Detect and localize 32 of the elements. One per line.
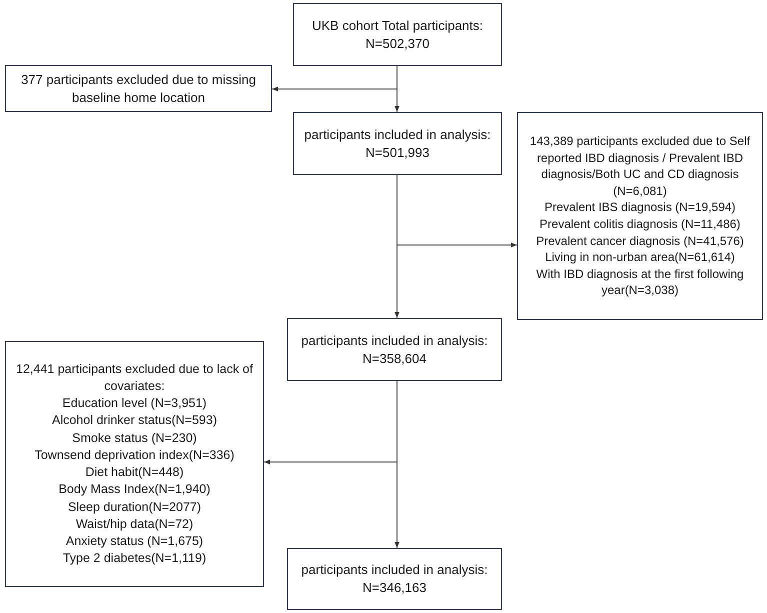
box-text: Prevalent IBS diagnosis (N=19,594)	[544, 199, 736, 216]
process-box	[287, 548, 502, 610]
box-text: Prevalent cancer diagnosis (N=41,576)	[536, 232, 744, 250]
box-text: Townsend deprivation index(N=336)	[34, 446, 234, 464]
process-box	[287, 318, 502, 381]
box-text: Diet habit(N=448)	[85, 464, 184, 481]
box-text: Waist/hip data(N=72)	[76, 516, 194, 533]
box-text: 143,389 participants excluded due to Self reported IBD diagnosis / Prevalent IBD diagnosis/Both UC and CD diagnosis (N=6,081)	[528, 133, 752, 200]
box-text: Education level (N=3,951)	[62, 395, 207, 412]
process-box	[293, 112, 502, 175]
box-text: Alcohol drinker status(N=593)	[52, 412, 217, 430]
box-text: Type 2 diabetes(N=1,119)	[62, 550, 206, 568]
box-text: Prevalent colitis diagnosis (N=11,486)	[540, 216, 740, 233]
box-text: participants included in analysis: N=358,604	[300, 332, 489, 368]
arrow	[394, 174, 400, 318]
box-text: Smoke status (N=230)	[72, 430, 197, 447]
box-text: Living in non-urban area(N=61,614)	[545, 249, 735, 266]
box-text: Anxiety status (N=1,675)	[66, 533, 204, 550]
arrow	[394, 380, 400, 548]
box-text: 12,441 participants excluded due to lack of covariates:	[15, 360, 254, 395]
process-box	[5, 341, 264, 587]
process-box	[517, 112, 763, 320]
box-text: Sleep duration(N=2077)	[68, 498, 202, 516]
box-text: 377 participants excluded due to missing baseline home location	[20, 70, 257, 106]
process-box	[5, 65, 272, 112]
box-text: participants included in analysis: N=501,993	[303, 126, 492, 162]
arrow	[394, 66, 400, 112]
box-text: With IBD diagnosis at the first following year(N=3,038)	[535, 266, 745, 299]
box-text: UKB cohort Total participants: N=502,370	[310, 16, 484, 52]
box-text: participants included in analysis: N=346,163	[300, 561, 489, 597]
box-text: Body Mass Index(N=1,940)	[58, 481, 210, 498]
process-box	[293, 3, 502, 66]
